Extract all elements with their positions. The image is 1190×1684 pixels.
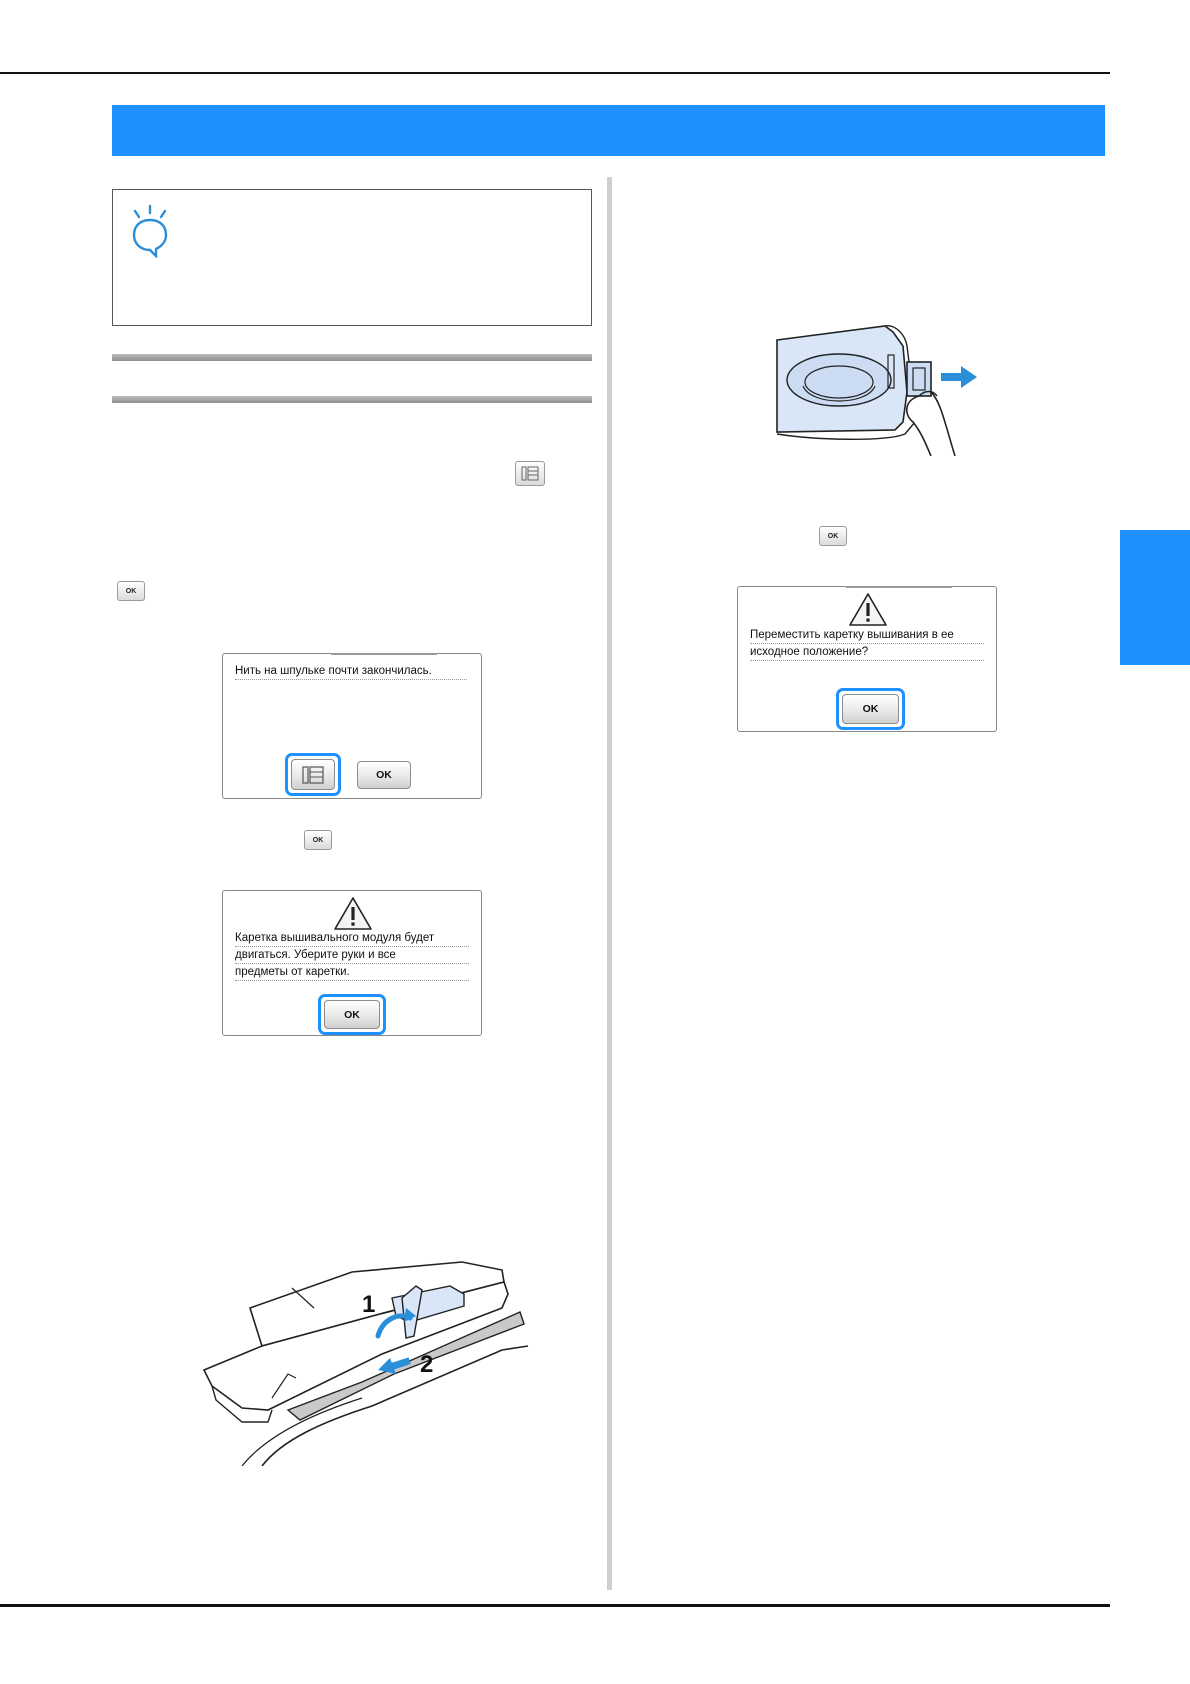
column-divider [607,177,612,1590]
bobbin-case-illustration [776,325,977,456]
chapter-tab [1120,530,1190,665]
section-banner [112,105,1105,156]
subsection-rule-bottom [112,396,592,403]
note-box [112,189,592,326]
carriage-line-3: предметы от каретки. [235,964,469,981]
embroidery-unit-illustration: 1 2 [202,1261,529,1466]
bobbin-change-button[interactable] [291,759,335,790]
bottom-rule [0,1604,1110,1607]
ok-button[interactable]: OK [324,1000,380,1029]
return-line-2: исходное положение? [750,644,984,661]
subsection-rule-top [112,354,592,361]
return-line-1: Переместить каретку вышивания в ее [750,627,984,644]
bobbin-low-message: Нить на шпульке почти закончилась. [235,663,467,680]
ok-key-inline-3[interactable]: OK [819,526,847,546]
ok-key-inline-1[interactable]: OK [117,581,145,601]
lightbulb-note-icon [132,204,168,258]
top-rule [0,72,1110,74]
screen-carriage-move: Каретка вышивального модуля будет двигат… [222,890,482,1036]
ok-button[interactable]: OK [357,761,411,789]
highlight-ok-button [318,994,386,1035]
screen-bobbin-low: Нить на шпульке почти закончилась. OK [222,653,482,799]
carriage-line-2: двигаться. Уберите руки и все [235,947,469,964]
screen-return-carriage: Переместить каретку вышивания в ее исход… [737,586,997,732]
warning-triangle-icon [849,593,887,626]
bobbin-key-icon[interactable] [515,461,545,486]
carriage-line-1: Каретка вышивального модуля будет [235,930,469,947]
highlight-ok-button [836,688,905,730]
ok-key-inline-2[interactable]: OK [304,830,332,850]
step-one-label: 1 [362,1291,375,1318]
warning-triangle-icon [334,897,372,930]
ok-button[interactable]: OK [842,694,899,724]
arrow-right-icon [941,366,977,388]
highlight-bobbin-button [285,753,341,796]
bobbin-key-icon [302,765,324,784]
step-two-label: 2 [420,1351,433,1378]
